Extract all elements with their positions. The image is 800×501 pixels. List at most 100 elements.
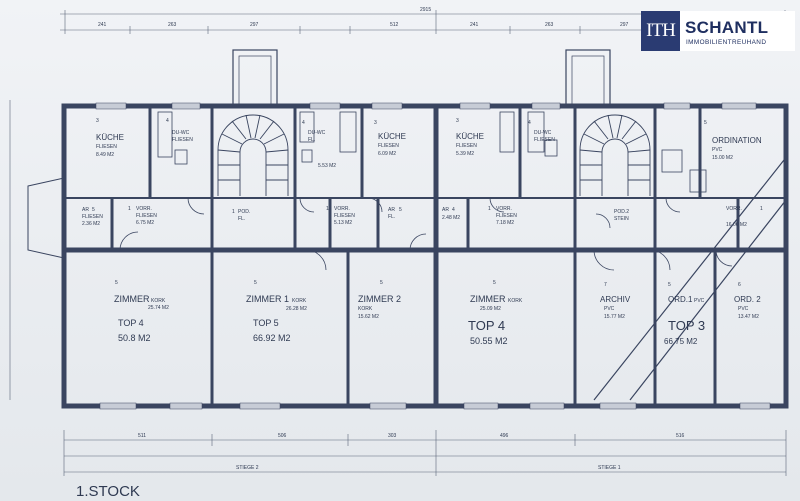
- dim-top-1: 241: [98, 22, 107, 28]
- svg-text:15.62 M2: 15.62 M2: [358, 314, 379, 320]
- bottom-dimension-chain: 511 506 303 496 516 STIEGE 2 STIEGE 1: [63, 430, 787, 476]
- diagonal-marks: [593, 159, 787, 401]
- unit-label-top4-right: TOP 4: [468, 318, 505, 333]
- room-ord-1: 5 ORD.1 PVC TOP 3 66.75 M2: [664, 282, 705, 346]
- svg-text:1: 1: [760, 206, 763, 212]
- svg-text:KORK: KORK: [151, 298, 166, 304]
- doors: [119, 197, 733, 271]
- svg-text:KÜCHE: KÜCHE: [456, 132, 484, 141]
- svg-text:VORR.: VORR.: [496, 206, 512, 212]
- svg-text:ARCHIV: ARCHIV: [600, 295, 631, 304]
- dim-top-7: 297: [620, 22, 629, 28]
- room-vorr-4: VORR. 1 16.00 M2: [726, 206, 763, 228]
- dim-bottom-3: 303: [388, 433, 397, 439]
- svg-text:FL.: FL.: [388, 214, 395, 220]
- svg-text:16.00 M2: 16.00 M2: [726, 222, 747, 228]
- room-kueche-3: 3 KÜCHE FLIESEN 5.39 M2: [456, 118, 484, 157]
- ith-logo-icon: ITH: [641, 11, 680, 51]
- unit-label-top3: TOP 3: [668, 318, 705, 333]
- svg-text:VORR.: VORR.: [726, 206, 742, 212]
- svg-text:FLIESEN: FLIESEN: [172, 137, 193, 143]
- svg-text:FLIESEN: FLIESEN: [82, 214, 103, 220]
- dim-bottom-1: 511: [138, 433, 146, 439]
- staircase-label-2: STIEGE 2: [236, 465, 259, 471]
- svg-text:PVC: PVC: [604, 306, 615, 312]
- brand-tagline: IMMOBILIENTREUHAND: [686, 39, 767, 46]
- svg-text:3: 3: [96, 118, 99, 124]
- room-kueche-2: 3 KÜCHE FLIESEN 6.09 M2: [374, 120, 406, 157]
- brand-name: SCHANTL: [685, 18, 769, 37]
- windows: [95, 102, 771, 410]
- room-archiv: 7 ARCHIV PVC 15.77 M2: [600, 282, 631, 320]
- svg-text:FLIESEN: FLIESEN: [496, 213, 517, 219]
- svg-text:5: 5: [380, 280, 383, 286]
- room-zimmer-right-1: 5 ZIMMER KORK 25.09 M2 TOP 4 50.55 M2: [468, 280, 523, 346]
- svg-text:FLIESEN: FLIESEN: [136, 213, 157, 219]
- svg-text:5: 5: [704, 120, 707, 126]
- dim-bottom-2: 506: [278, 433, 287, 439]
- dim-top-6: 263: [545, 22, 554, 28]
- staircase-label-1: STIEGE 1: [598, 465, 621, 471]
- unit-label-top4-left: TOP 4: [118, 318, 144, 328]
- svg-text:1: 1: [488, 206, 491, 212]
- svg-text:4: 4: [452, 207, 455, 213]
- svg-text:POD.: POD.: [238, 209, 250, 215]
- floor-label: 1.STOCK: [76, 483, 140, 500]
- room-vorr-2: 1 VORR. FLIESEN 5.13 M2: [326, 206, 355, 226]
- svg-text:25.09 M2: 25.09 M2: [480, 306, 501, 312]
- room-vorr-1: 1 VORR. FLIESEN 6.75 M2: [128, 206, 157, 226]
- svg-text:AR: AR: [442, 207, 449, 213]
- room-kueche-1: 3 KÜCHE FLIESEN 8.49 M2: [96, 118, 124, 158]
- svg-text:ZIMMER 2: ZIMMER 2: [358, 294, 401, 304]
- svg-text:KÜCHE: KÜCHE: [96, 133, 124, 142]
- svg-text:7.18 M2: 7.18 M2: [496, 220, 514, 226]
- svg-text:5: 5: [668, 282, 671, 288]
- svg-text:KORK: KORK: [292, 298, 307, 304]
- svg-text:DU-WC: DU-WC: [534, 130, 552, 136]
- svg-text:15.00 M2: 15.00 M2: [712, 155, 733, 161]
- svg-text:ORD. 2: ORD. 2: [734, 295, 761, 304]
- svg-text:ZIMMER: ZIMMER: [470, 294, 506, 304]
- svg-text:FL.: FL.: [308, 137, 315, 143]
- room-pod-2: POD.2 STEIN: [614, 209, 629, 222]
- room-ord-2: 6 ORD. 2 PVC 13.47 M2: [734, 282, 761, 320]
- svg-text:5: 5: [254, 280, 257, 286]
- dim-bottom-4: 496: [500, 433, 509, 439]
- svg-text:FLIESEN: FLIESEN: [96, 144, 117, 150]
- svg-text:1: 1: [128, 206, 131, 212]
- svg-text:5: 5: [92, 207, 95, 213]
- room-ordination: 5 ORDINATION PVC 15.00 M2: [704, 120, 762, 161]
- svg-text:25.74 M2: 25.74 M2: [148, 305, 169, 311]
- dim-top-4: 512: [390, 22, 399, 28]
- unit-area-top4-right: 50.55 M2: [470, 336, 508, 346]
- room-vorr-3: 1 VORR. FLIESEN 7.18 M2: [488, 206, 517, 226]
- svg-text:VORR.: VORR.: [334, 206, 350, 212]
- svg-text:KÜCHE: KÜCHE: [378, 132, 406, 141]
- side-ramp: [27, 177, 65, 259]
- svg-text:ORD.1: ORD.1: [668, 295, 693, 304]
- svg-text:FL.: FL.: [238, 216, 245, 222]
- svg-text:4: 4: [166, 118, 169, 124]
- room-du-wc-3: 4 DU-WC FLIESEN: [528, 120, 555, 143]
- brand-logo: ITH SCHANTL IMMOBILIENTREUHAND: [641, 11, 795, 51]
- svg-text:5: 5: [493, 280, 496, 286]
- dim-top-5: 241: [470, 22, 479, 28]
- svg-text:KORK: KORK: [508, 298, 523, 304]
- svg-text:2.36 M2: 2.36 M2: [82, 221, 100, 227]
- room-ar-2: AR 5 FL.: [388, 207, 402, 220]
- svg-text:1: 1: [326, 206, 329, 212]
- room-ar-3: AR 4 2.48 M2: [442, 207, 460, 221]
- svg-text:7: 7: [604, 282, 607, 288]
- svg-text:PVC: PVC: [694, 298, 705, 304]
- svg-text:5.39 M2: 5.39 M2: [456, 151, 474, 157]
- svg-text:8.49 M2: 8.49 M2: [96, 152, 114, 158]
- svg-text:6: 6: [738, 282, 741, 288]
- svg-text:13.47 M2: 13.47 M2: [738, 314, 759, 320]
- room-du-wc-1: 4 DU-WC FLIESEN: [166, 118, 193, 143]
- unit-area-top5: 66.92 M2: [253, 333, 291, 343]
- dim-top-2: 263: [168, 22, 177, 28]
- svg-text:26.28 M2: 26.28 M2: [286, 306, 307, 312]
- svg-text:6.75 M2: 6.75 M2: [136, 220, 154, 226]
- svg-text:15.77 M2: 15.77 M2: [604, 314, 625, 320]
- interior-walls: [110, 106, 740, 406]
